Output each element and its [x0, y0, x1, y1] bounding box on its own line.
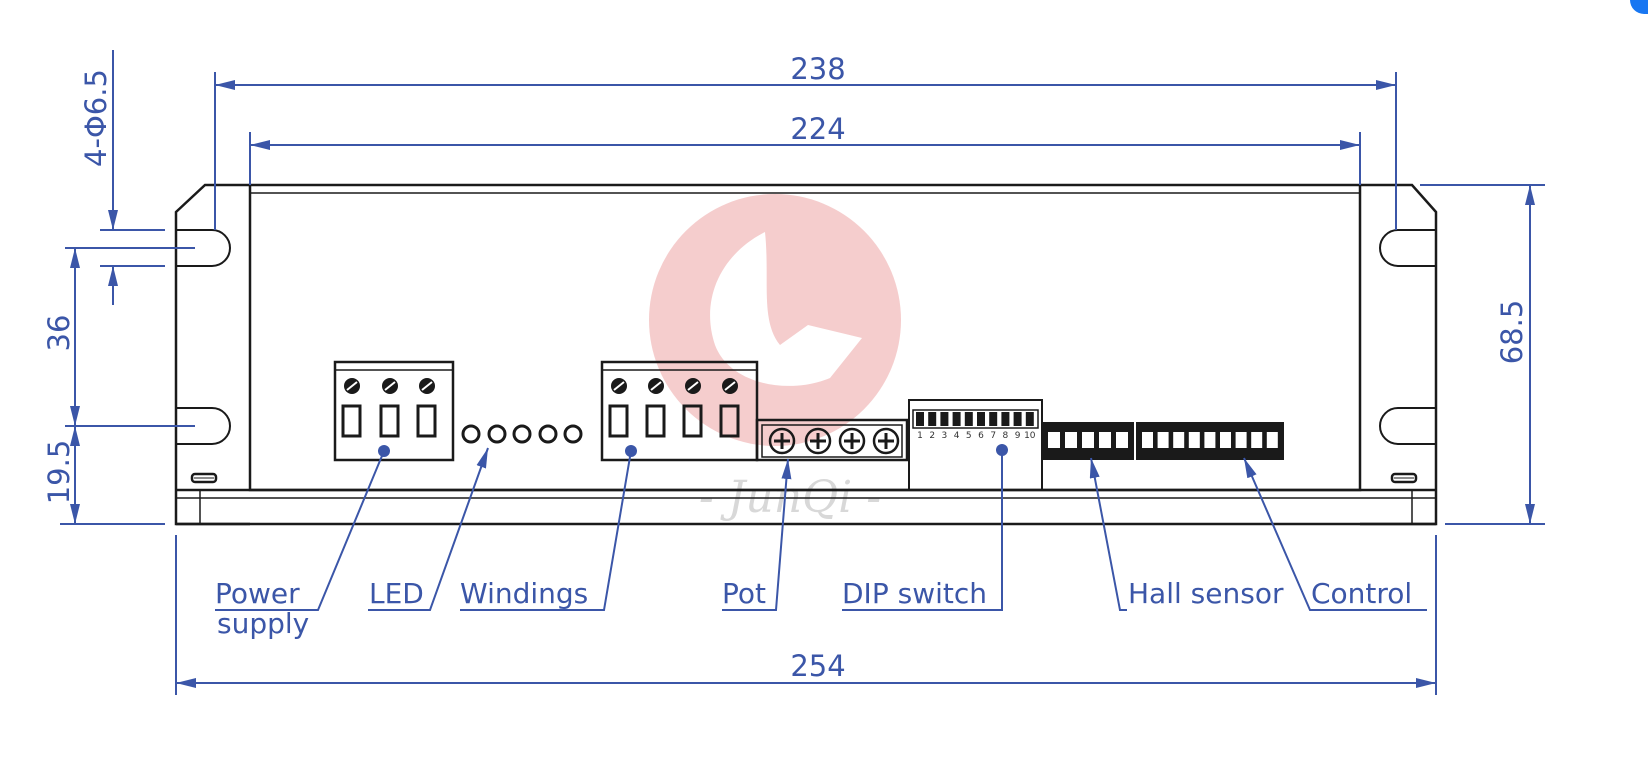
dip-key: [977, 412, 985, 426]
dip-number: 9: [1015, 431, 1021, 441]
hall-sensor-connector: [1042, 422, 1134, 460]
dip-number: 10: [1024, 431, 1036, 441]
dip-key: [1013, 412, 1022, 426]
control-connector: [1136, 422, 1284, 460]
hall-pin: [1065, 432, 1077, 448]
callout-leaders: [215, 447, 1427, 611]
dim-width-overall: 238: [790, 52, 845, 86]
label-hall-sensor: Hall sensor: [1128, 577, 1284, 610]
dip-number: 3: [942, 431, 948, 441]
dip-key: [952, 412, 961, 426]
hall-pin: [1048, 432, 1060, 448]
control-pin: [1235, 432, 1247, 448]
label-pot: Pot: [722, 577, 766, 610]
control-pin: [1204, 432, 1216, 448]
control-pin: [1173, 432, 1185, 448]
potentiometers: [755, 418, 909, 462]
windings-terminal: [600, 360, 759, 462]
dip-number: 6: [978, 431, 984, 441]
label-power-supply: Power: [215, 577, 300, 610]
dip-key: [928, 412, 937, 426]
label-power-supply-line2: supply: [217, 607, 309, 640]
hall-pin: [1099, 432, 1111, 448]
hall-pin: [1082, 432, 1094, 448]
watermark-logo: [649, 194, 901, 446]
led-indicators: [461, 424, 583, 444]
control-pin: [1251, 432, 1263, 448]
dip-key: [989, 412, 998, 426]
label-led: LED: [369, 577, 424, 610]
corner-accent: [1630, 0, 1648, 14]
dim-width-base: 254: [790, 649, 845, 683]
dip-number: 7: [990, 431, 996, 441]
dip-key: [940, 412, 949, 426]
dim-hole-spacing: 36: [42, 315, 76, 352]
dip-key: [1001, 412, 1010, 426]
hall-pin: [1116, 432, 1128, 448]
control-pin: [1220, 432, 1231, 448]
label-windings: Windings: [460, 577, 588, 610]
power-supply-terminal: [333, 360, 455, 462]
dim-height-overall: 68.5: [1495, 300, 1529, 365]
callout-dots: [378, 444, 1008, 457]
dip-number: 4: [954, 431, 960, 441]
dip-key: [964, 412, 973, 426]
dip-number: 5: [966, 431, 972, 441]
control-pin: [1188, 432, 1200, 448]
label-dip-switch: DIP switch: [842, 577, 987, 610]
device-outline: [174, 183, 1438, 526]
dip-number: 2: [929, 431, 935, 441]
dip-key: [1025, 412, 1034, 426]
dip-number: 1: [917, 431, 923, 441]
dim-hole-offset: 19.5: [42, 440, 76, 505]
dim-hole-spec: 4-Φ6.5: [79, 69, 113, 167]
dip-number: 8: [1003, 431, 1009, 441]
label-control: Control: [1311, 577, 1412, 610]
dimension-lines: [60, 50, 1545, 695]
control-pin: [1157, 432, 1169, 448]
control-pin: [1142, 432, 1153, 448]
dim-width-body: 224: [790, 112, 845, 146]
control-pin: [1266, 432, 1278, 448]
dip-key: [916, 412, 924, 426]
